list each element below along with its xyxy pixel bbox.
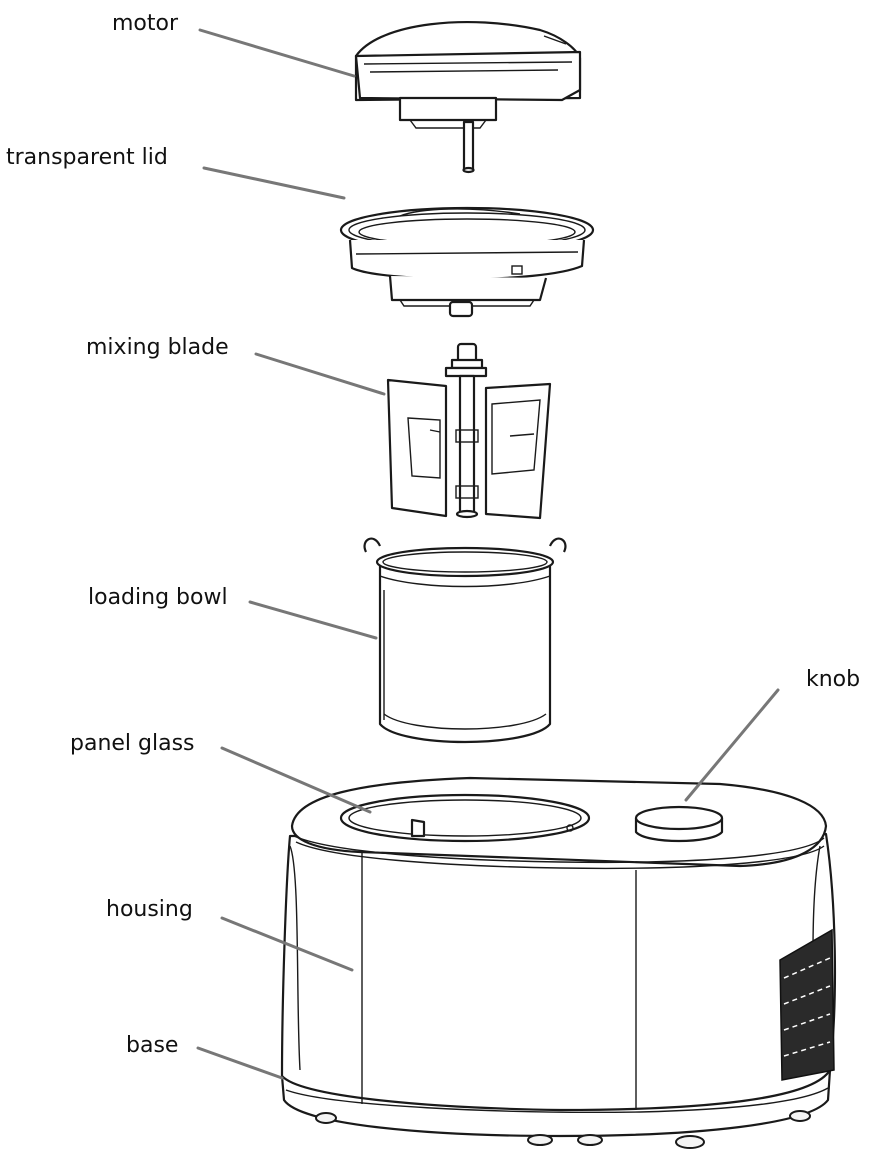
label-knob: knob — [806, 667, 860, 692]
leader-panel-glass — [220, 746, 372, 814]
mixing-blade-part — [386, 342, 552, 520]
label-loading-bowl: loading bowl — [88, 585, 228, 610]
label-transparent-lid: transparent lid — [6, 145, 168, 170]
leader-motor — [198, 28, 356, 78]
leader-loading-bowl — [248, 600, 378, 640]
transparent-lid-part — [339, 206, 595, 318]
label-motor: motor — [112, 11, 179, 36]
label-housing: housing — [106, 897, 193, 922]
label-panel-glass: panel glass — [70, 731, 195, 756]
leader-housing — [220, 916, 354, 972]
loading-bowl-part — [363, 537, 567, 744]
leader-mixing-blade — [254, 352, 386, 396]
label-mixing-blade: mixing blade — [86, 335, 229, 360]
leader-knob — [684, 688, 780, 802]
label-base: base — [126, 1033, 178, 1058]
motor-part — [354, 20, 582, 174]
main-unit-part — [280, 776, 837, 1149]
leader-base — [196, 1046, 284, 1080]
leader-transparent-lid — [202, 166, 346, 200]
